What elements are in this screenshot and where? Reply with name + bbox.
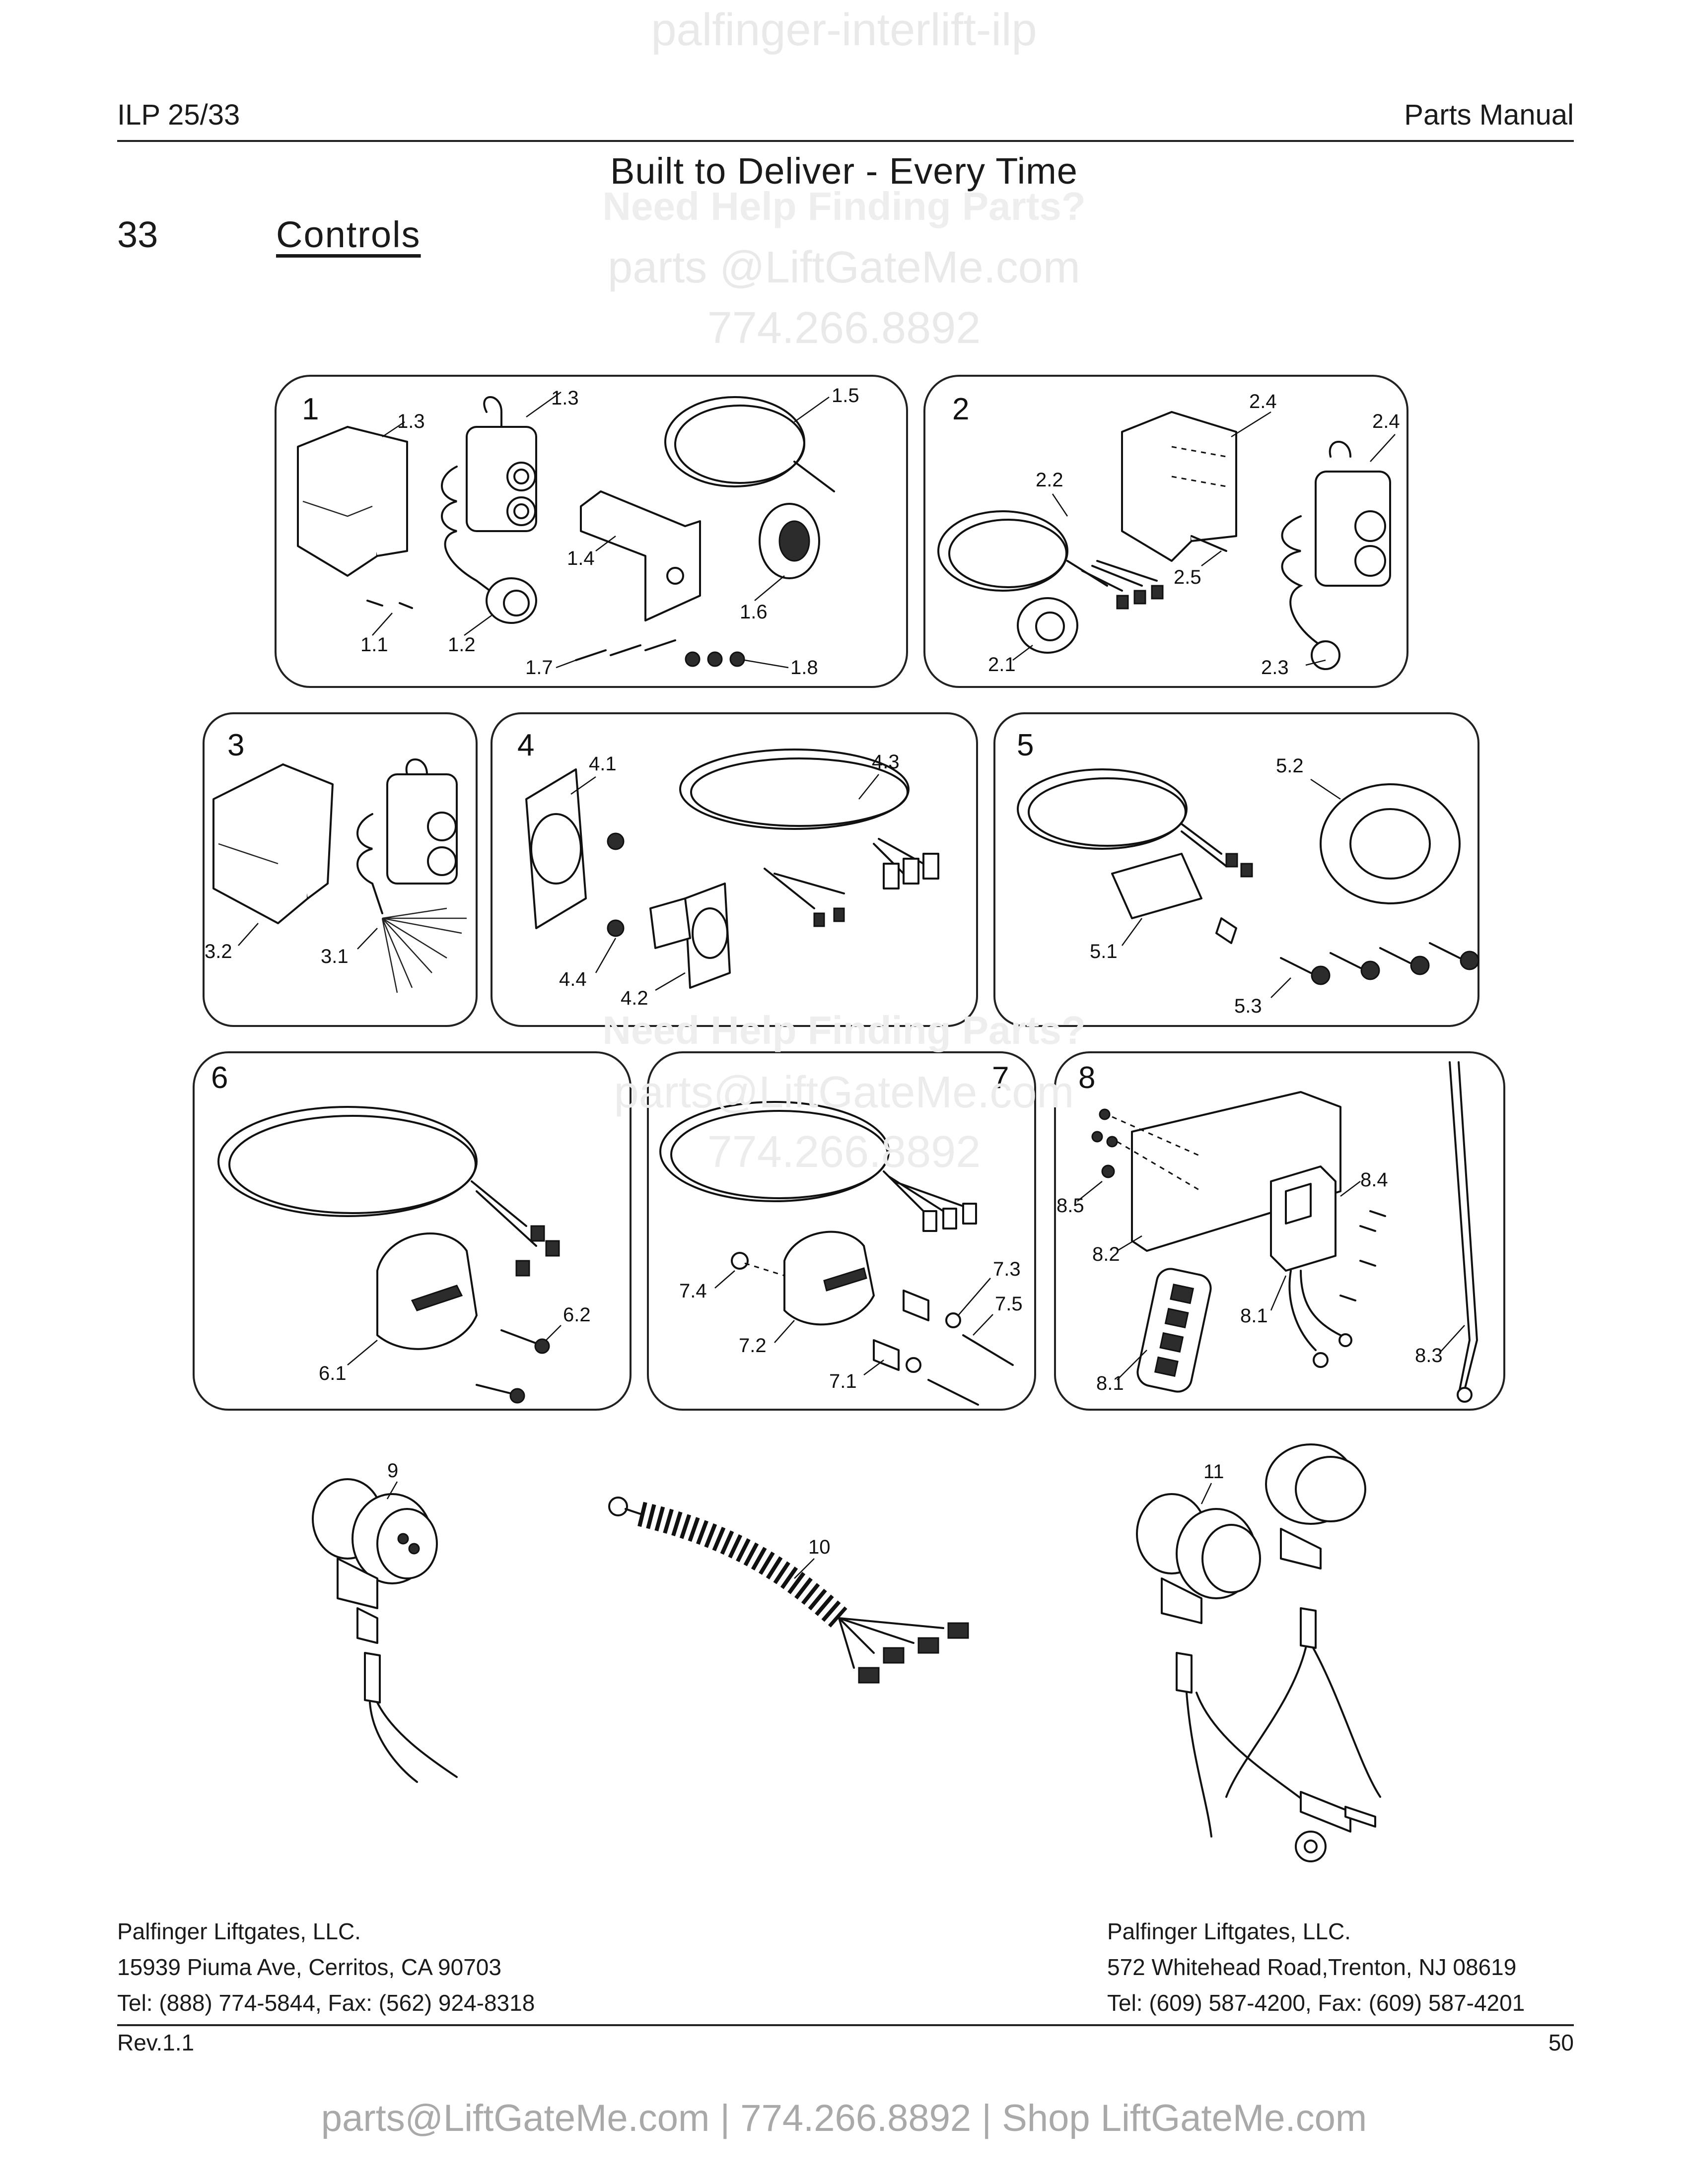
header-divider	[117, 140, 1574, 142]
watermark-need-help: Need Help Finding Parts?	[602, 184, 1086, 228]
footer-east-street: 572 Whitehead Road,Trenton, NJ 08619	[1107, 1954, 1517, 1980]
callout-4-3: 4.3	[872, 751, 900, 773]
panel-4-number: 4	[517, 728, 534, 762]
callout-4-4: 4.4	[559, 968, 587, 990]
section-number: 33	[117, 214, 158, 255]
footer-west-phone: Tel: (888) 774-5844, Fax: (562) 924-8318	[117, 1990, 535, 2016]
header-manual-type: Parts Manual	[1404, 99, 1574, 131]
callout-1-8: 1.8	[790, 657, 818, 679]
footer-west-street: 15939 Piuma Ave, Cerritos, CA 90703	[117, 1954, 501, 1980]
callout-3-2: 3.2	[205, 941, 232, 962]
footer-divider	[117, 2024, 1574, 2026]
watermark-email-2: parts@LiftGateMe.com	[614, 1068, 1074, 1117]
callout-8-3: 8.3	[1415, 1345, 1443, 1366]
panel-5: 5 5.2 5.1 5.3	[993, 712, 1479, 1027]
panel-3: 3 3.2 3.1	[203, 712, 478, 1027]
callout-5-1: 5.1	[1090, 941, 1118, 962]
panel-3-number: 3	[227, 728, 244, 762]
panel-4: 4 4.1 4.3 4.4 4.2	[491, 712, 978, 1027]
callout-1-4: 1.4	[567, 547, 595, 569]
footer-east-phone: Tel: (609) 587-4200, Fax: (609) 587-4201	[1107, 1990, 1525, 2016]
callout-10: 10	[808, 1536, 831, 1558]
contact-banner[interactable]: parts@LiftGateMe.com | 774.266.8892 | Sh…	[321, 2097, 1367, 2139]
callout-4-2: 4.2	[621, 987, 648, 1009]
footer-west-company: Palfinger Liftgates, LLC.	[117, 1918, 361, 1944]
callout-2-3: 2.3	[1261, 657, 1289, 679]
panel-2: 2 2.2 2.1 2.3 2.4 2.4 2.5	[923, 375, 1408, 688]
callout-6-1: 6.1	[319, 1363, 347, 1384]
callout-8-1a: 8.1	[1240, 1305, 1268, 1327]
callout-4-1: 4.1	[589, 753, 617, 775]
callout-1-3b: 1.3	[551, 387, 579, 409]
callout-2-5: 2.5	[1174, 566, 1201, 588]
callout-9: 9	[387, 1460, 398, 1482]
footer-address-west: Palfinger Liftgates, LLC. 15939 Piuma Av…	[117, 1913, 535, 2021]
callout-5-3: 5.3	[1234, 995, 1262, 1017]
panel-8-number: 8	[1078, 1061, 1095, 1095]
callout-1-7: 1.7	[525, 657, 553, 679]
callout-8-4: 8.4	[1360, 1169, 1388, 1191]
callout-7-5: 7.5	[995, 1293, 1023, 1315]
loose-part-11: 11	[1136, 1443, 1381, 1862]
panel-5-number: 5	[1017, 728, 1034, 762]
revision-label: Rev.1.1	[117, 2030, 195, 2055]
callout-2-1: 2.1	[988, 654, 1016, 676]
page-title: Built to Deliver - Every Time	[610, 150, 1078, 192]
callout-1-3a: 1.3	[397, 410, 425, 432]
panel-8: 8 8.4 8.5 8.2 8.1 8.1 8.3	[1054, 1051, 1505, 1411]
callout-11: 11	[1203, 1461, 1224, 1483]
watermark-phone-2: 774.266.8892	[707, 1127, 981, 1177]
callout-8-1b: 8.1	[1096, 1372, 1124, 1394]
header-model: ILP 25/33	[117, 99, 240, 131]
callout-2-4b: 2.4	[1372, 410, 1400, 432]
loose-part-10: 10	[608, 1497, 969, 1684]
callout-1-5: 1.5	[832, 385, 859, 407]
panel-1-number: 1	[302, 392, 319, 426]
watermark-need-help-2: Need Help Finding Parts?	[602, 1008, 1086, 1052]
callout-7-4: 7.4	[679, 1280, 707, 1302]
callout-1-6: 1.6	[740, 601, 768, 623]
callout-2-2: 2.2	[1036, 469, 1063, 491]
panel-2-number: 2	[952, 392, 969, 426]
footer-east-company: Palfinger Liftgates, LLC.	[1107, 1918, 1351, 1944]
panel-6: 6 6.1 6.2	[193, 1051, 632, 1411]
callout-5-2: 5.2	[1276, 755, 1304, 777]
callout-1-1: 1.1	[360, 634, 388, 656]
loose-part-9: 9	[312, 1460, 458, 1783]
panel-6-number: 6	[211, 1061, 228, 1095]
callout-2-4a: 2.4	[1249, 391, 1277, 412]
callout-3-1: 3.1	[321, 946, 349, 967]
callout-7-3: 7.3	[993, 1258, 1021, 1280]
footer-address-east: Palfinger Liftgates, LLC. 572 Whitehead …	[1107, 1913, 1525, 2021]
callout-1-2: 1.2	[448, 634, 476, 656]
page-number: 50	[1548, 2030, 1574, 2055]
watermark-email: parts @LiftGateMe.com	[608, 243, 1080, 292]
section-name: Controls	[276, 214, 421, 255]
watermark-phone: 774.266.8892	[707, 303, 981, 353]
panel-7-number: 7	[992, 1061, 1009, 1095]
callout-7-2: 7.2	[739, 1335, 767, 1357]
callout-6-2: 6.2	[563, 1304, 591, 1326]
callout-7-1: 7.1	[829, 1370, 857, 1392]
watermark-site-name: palfinger-interlift-ilp	[651, 4, 1037, 55]
panel-1: 1 1.1 1	[275, 375, 908, 688]
callout-8-5: 8.5	[1056, 1195, 1084, 1217]
callout-8-2: 8.2	[1092, 1243, 1120, 1265]
panel-7: 7 7.4 7.2 7.3 7.5 7.1	[647, 1051, 1036, 1411]
